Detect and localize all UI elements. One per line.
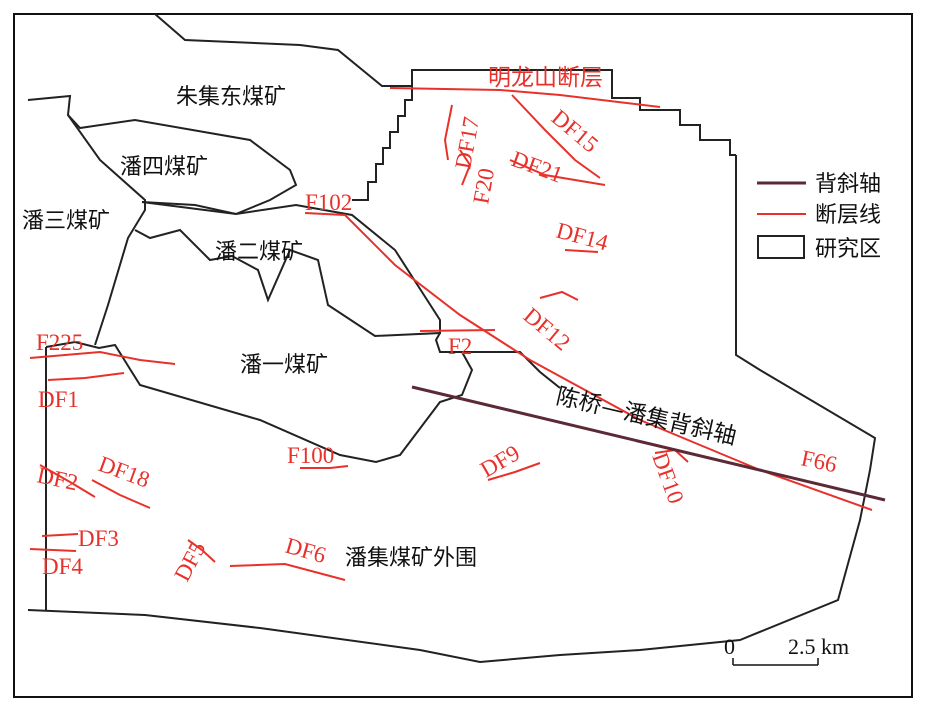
label-pan-two: 潘二煤矿 bbox=[215, 240, 303, 265]
label-df1: DF1 bbox=[38, 387, 79, 412]
label-df12: DF12 bbox=[519, 303, 575, 356]
fault-df12 bbox=[539, 290, 579, 301]
legend-study-area-label: 研究区 bbox=[815, 237, 881, 262]
label-anticline-axis: 陈桥—潘集背斜轴 bbox=[554, 384, 739, 451]
label-zhuji-east: 朱集东煤矿 bbox=[176, 85, 286, 110]
scale-distance: 2.5 km bbox=[788, 634, 849, 659]
label-minglongshan: 明龙山断层 bbox=[488, 65, 603, 90]
fault-df4 bbox=[29, 548, 77, 552]
fault-df5 bbox=[187, 539, 216, 563]
fault-df3 bbox=[41, 533, 79, 537]
legend-fault-label: 断层线 bbox=[815, 203, 881, 228]
label-df15: DF15 bbox=[547, 105, 603, 158]
label-df5: DF5 bbox=[169, 537, 210, 585]
fault-f225 bbox=[29, 350, 176, 365]
fault-df20 bbox=[459, 149, 472, 186]
scale-zero: 0 bbox=[724, 634, 735, 659]
label-panji-periphery: 潘集煤矿外围 bbox=[345, 546, 477, 571]
label-df4: DF4 bbox=[42, 554, 83, 579]
label-f100: F100 bbox=[287, 443, 334, 468]
legend-study-area-swatch bbox=[757, 235, 805, 259]
label-f102: F102 bbox=[305, 190, 352, 215]
fault-df1 bbox=[47, 372, 125, 381]
fault-labels: 明龙山断层 DF17 F20 DF15 DF21 F102 DF14 DF12 … bbox=[35, 65, 839, 585]
fault-df6 bbox=[229, 562, 346, 581]
map-frame bbox=[13, 13, 913, 698]
study-area-outer bbox=[27, 155, 877, 664]
mine-labels: 朱集东煤矿 潘四煤矿 潘三煤矿 潘二煤矿 潘一煤矿 潘集煤矿外围 bbox=[22, 85, 477, 571]
fault-f2 bbox=[419, 329, 496, 332]
label-df17: DF17 bbox=[450, 115, 484, 171]
label-f225: F225 bbox=[36, 330, 83, 355]
zhuji-east-boundary bbox=[154, 13, 736, 156]
label-df14: DF14 bbox=[554, 218, 612, 256]
pan-two-boundary bbox=[134, 201, 441, 338]
fault-df2 bbox=[39, 464, 96, 498]
zhuji-east-stairs bbox=[352, 86, 413, 201]
study-area-bend bbox=[440, 351, 561, 389]
fault-df14 bbox=[564, 249, 599, 253]
scale-bar: 0 2.5 km bbox=[724, 634, 849, 666]
label-f2: F2 bbox=[448, 334, 472, 359]
label-pan-one: 潘一煤矿 bbox=[240, 353, 328, 378]
pan-four-west bbox=[67, 114, 146, 346]
fault-minglongshan bbox=[389, 87, 661, 108]
label-df21: DF21 bbox=[508, 146, 566, 187]
anticline-axis bbox=[411, 385, 886, 502]
fault-f100 bbox=[300, 465, 349, 469]
fault-f102-main bbox=[304, 212, 873, 511]
label-f66: F66 bbox=[799, 445, 839, 477]
label-df6: DF6 bbox=[283, 533, 329, 568]
label-pan-four: 潘四煤矿 bbox=[120, 155, 208, 180]
mine-boundaries bbox=[27, 13, 877, 664]
label-df20: F20 bbox=[468, 166, 499, 206]
fault-df17 bbox=[443, 104, 453, 161]
fault-df18 bbox=[91, 479, 151, 509]
legend-anticline-label: 背斜轴 bbox=[815, 172, 881, 197]
label-pan-three: 潘三煤矿 bbox=[22, 209, 110, 234]
legend: 背斜轴 断层线 研究区 bbox=[757, 172, 881, 262]
label-df2: DF2 bbox=[35, 462, 80, 495]
fault-df9 bbox=[487, 462, 541, 481]
fault-df15 bbox=[511, 94, 601, 179]
label-df3: DF3 bbox=[78, 526, 119, 551]
fault-df21 bbox=[509, 159, 606, 186]
